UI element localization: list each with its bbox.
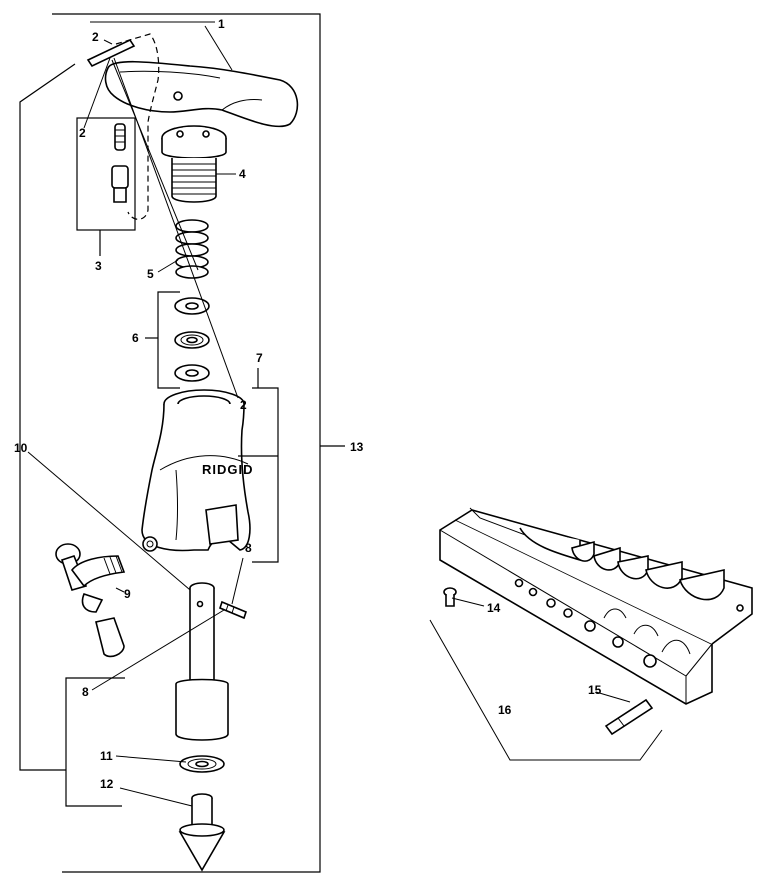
- flaring-bar-part-16: [439, 507, 753, 705]
- bracket-6: [145, 291, 180, 389]
- flaring-cone-part-12: [178, 793, 226, 872]
- callout-2-yoke: 2: [240, 398, 247, 412]
- callout-7: 7: [256, 351, 263, 365]
- washer-part-11: [179, 755, 225, 773]
- callout-11: 11: [100, 749, 113, 763]
- callout-14: 14: [487, 601, 501, 615]
- callout-1: 1: [218, 17, 225, 31]
- callout-6: 6: [132, 331, 139, 345]
- callout-15: 15: [588, 683, 602, 697]
- callout-labels: 1 2 2 3 4 5 6 7 2 8 9 10 8 11 12 13 14 1…: [14, 17, 602, 791]
- callout-10: 10: [14, 441, 28, 455]
- assembly-bracket-13: [52, 13, 345, 873]
- phantom-outline: [115, 33, 160, 220]
- bracket-16: [429, 619, 663, 761]
- callout-2-top: 2: [92, 30, 99, 44]
- bracket-7: [238, 368, 279, 563]
- callout-12: 12: [100, 777, 114, 791]
- detent-part-2: [111, 123, 129, 203]
- bracket-3: [76, 117, 136, 256]
- yoke-brand-text: RIDGID: [202, 462, 254, 477]
- callout-8-left: 8: [82, 685, 89, 699]
- bearing-part-6: [174, 297, 210, 382]
- callout-9: 9: [124, 587, 131, 601]
- callout-16: 16: [498, 703, 512, 717]
- callout-8-right: 8: [245, 541, 252, 555]
- clamp-screw-part-9: [55, 543, 126, 658]
- pin-part-2-top: [86, 38, 136, 68]
- t-handle-part-1: [104, 60, 299, 128]
- pin-part-15: [604, 698, 654, 736]
- assembly-bracket-10: [19, 63, 197, 807]
- leader-lines: [83, 21, 631, 807]
- callout-4: 4: [239, 167, 246, 181]
- feed-shaft-part-10: [175, 582, 229, 741]
- feed-screw-part-4: [161, 125, 227, 203]
- callout-13: 13: [350, 440, 364, 454]
- set-screw-part-8: [219, 600, 247, 620]
- callout-2-detent: 2: [79, 126, 86, 140]
- callout-3: 3: [95, 259, 102, 273]
- screw-part-14: [443, 587, 457, 607]
- yoke-part-7: RIDGID: [141, 389, 254, 552]
- callout-5: 5: [147, 267, 154, 281]
